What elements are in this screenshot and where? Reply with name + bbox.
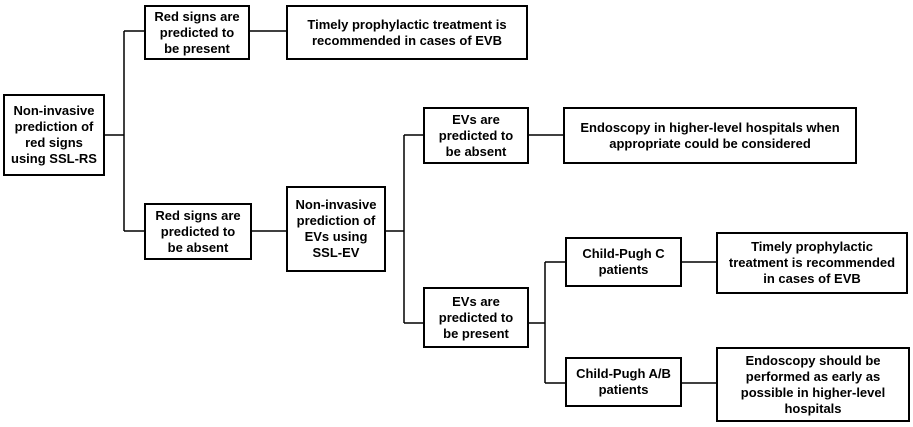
node-timely-treatment-2: Timely prophylactic treatment is recomme…	[716, 232, 908, 294]
node-label: Non-invasive prediction of EVs using SSL…	[295, 197, 377, 260]
node-endoscopy-early: Endoscopy should be performed as early a…	[716, 347, 910, 422]
node-red-signs-present: Red signs are predicted to be present	[144, 5, 250, 60]
node-label: Red signs are predicted to be present	[154, 8, 240, 56]
node-child-pugh-c: Child-Pugh C patients	[565, 237, 682, 287]
node-timely-treatment-1: Timely prophylactic treatment is recomme…	[286, 5, 528, 60]
node-label: EVs are predicted to be absent	[438, 111, 514, 159]
node-root-red-sign-prediction: Non-invasive prediction of red signs usi…	[3, 94, 105, 176]
node-label: Timely prophylactic treatment is recomme…	[728, 239, 896, 286]
node-label: Child-Pugh C patients	[582, 246, 665, 277]
node-evs-absent: EVs are predicted to be absent	[423, 107, 529, 164]
node-label: EVs are predicted to be present	[438, 293, 514, 341]
node-endoscopy-higher-level: Endoscopy in higher-level hospitals when…	[563, 107, 857, 164]
node-evs-present: EVs are predicted to be present	[423, 287, 529, 348]
node-label: Timely prophylactic treatment is recomme…	[307, 16, 507, 48]
node-red-signs-absent: Red signs are predicted to be absent	[144, 203, 252, 260]
node-label: Red signs are predicted to be absent	[155, 207, 241, 255]
node-label: Child-Pugh A/B patients	[576, 366, 671, 397]
node-label: Endoscopy should be performed as early a…	[740, 352, 886, 416]
node-label: Endoscopy in higher-level hospitals when…	[580, 119, 840, 151]
node-child-pugh-ab: Child-Pugh A/B patients	[565, 357, 682, 407]
node-ev-prediction: Non-invasive prediction of EVs using SSL…	[286, 186, 386, 272]
node-label: Non-invasive prediction of red signs usi…	[11, 103, 97, 166]
